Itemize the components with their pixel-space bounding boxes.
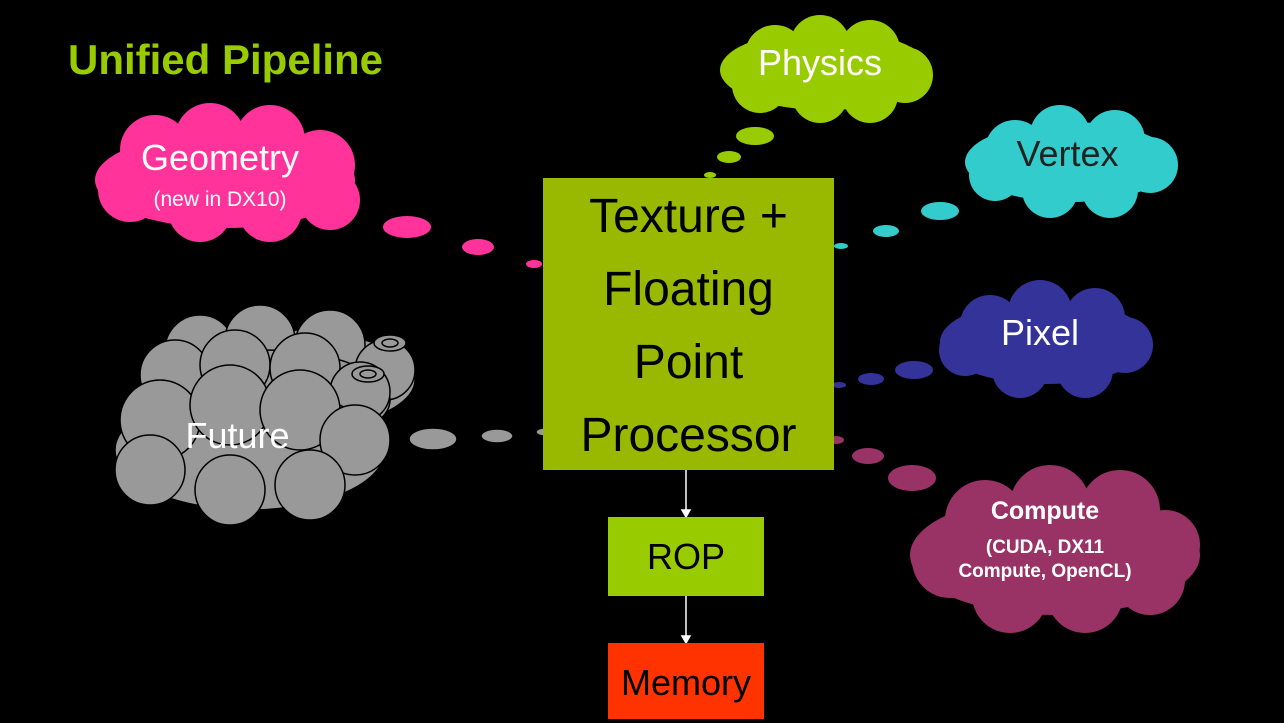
- rop-to-memory-arrow: [680, 596, 692, 645]
- core-line-4: Processor: [580, 409, 797, 462]
- physics-label: Physics: [757, 42, 883, 83]
- compute-label: Compute: [990, 497, 1100, 525]
- memory-box: Memory: [608, 643, 764, 719]
- core-line-3: Point: [633, 336, 744, 389]
- physics-cloud: [704, 15, 933, 178]
- geometry-cloud: [95, 103, 542, 268]
- vertex-label: Vertex: [1016, 133, 1119, 174]
- geometry-sublabel: (new in DX10): [153, 188, 287, 211]
- geometry-label: Geometry: [140, 137, 300, 178]
- rop-box: ROP: [608, 517, 764, 596]
- core-line-1: Texture +: [589, 190, 788, 243]
- future-label: Future: [185, 415, 290, 456]
- core-line-2: Floating: [603, 263, 774, 316]
- slide-title: Unified Pipeline: [68, 36, 384, 83]
- vertex-cloud: [834, 105, 1178, 249]
- texture-floating-point-processor-box: [543, 178, 834, 470]
- future-cloud: [114, 304, 553, 526]
- compute-sublabel-2: Compute, OpenCL): [958, 561, 1132, 582]
- pixel-cloud: [832, 280, 1153, 398]
- pixel-label: Pixel: [1000, 312, 1080, 353]
- compute-cloud: [828, 436, 1200, 633]
- compute-sublabel-1: (CUDA, DX11: [985, 537, 1105, 558]
- core-to-rop-arrow: [680, 470, 692, 519]
